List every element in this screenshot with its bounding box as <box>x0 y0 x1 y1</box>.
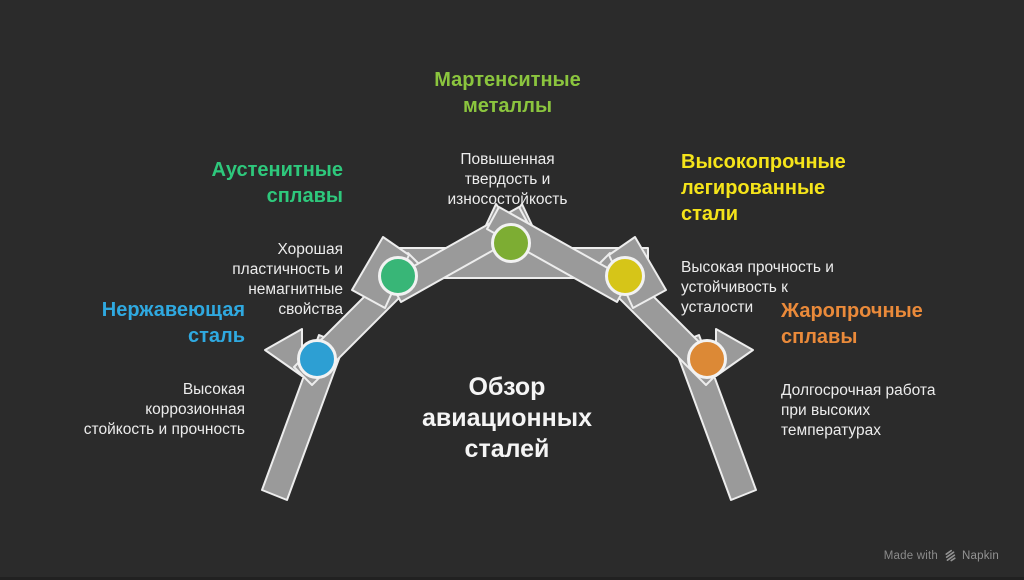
node-dot-austenitic <box>378 256 418 296</box>
watermark-brand: Napkin <box>962 549 999 562</box>
label-stainless-steel-desc: Высокая коррозионная стойкость и прочнос… <box>83 381 245 438</box>
label-stainless-steel-title: Нержавеющая сталь <box>101 299 245 347</box>
napkin-watermark[interactable]: Made with Napkin <box>884 549 999 562</box>
napkin-logo-icon <box>945 549 956 562</box>
node-dot-high-strength <box>605 256 645 296</box>
node-dot-martensitic <box>491 223 531 263</box>
label-high-strength-steels-desc: Высокая прочность и устойчивость к устал… <box>681 259 834 316</box>
diagram-title: Обзор авиационных сталей <box>421 373 592 463</box>
node-dot-heat-resistant <box>687 339 727 379</box>
label-martensitic-metals-desc: Повышенная твердость и износостойкость <box>447 151 568 208</box>
label-stainless-steel: Нержавеющая сталь Высокая коррозионная с… <box>5 279 245 458</box>
label-austenitic-alloys-title: Аустенитные сплавы <box>211 159 343 207</box>
label-austenitic-alloys-desc: Хорошая пластичность и немагнитные свойс… <box>232 241 343 318</box>
label-austenitic-alloys: Аустенитные сплавы Хорошая пластичность … <box>103 139 343 338</box>
label-heat-resistant-alloys: Жаропрочные сплавы Долгосрочная работа п… <box>781 280 1011 459</box>
watermark-prefix: Made with <box>883 549 938 562</box>
node-dot-stainless <box>297 339 337 379</box>
label-martensitic-metals-title: Мартенситные металлы <box>434 69 581 117</box>
label-martensitic-metals: Мартенситные металлы Повышенная твердост… <box>360 49 655 228</box>
label-heat-resistant-alloys-title: Жаропрочные сплавы <box>781 300 923 348</box>
bottom-edge-strip <box>0 577 1024 580</box>
label-high-strength-steels: Высокопрочные легированные стали Высокая… <box>681 131 911 336</box>
label-heat-resistant-alloys-desc: Долгосрочная работа при высоких температ… <box>781 382 936 439</box>
label-high-strength-steels-title: Высокопрочные легированные стали <box>681 151 846 225</box>
